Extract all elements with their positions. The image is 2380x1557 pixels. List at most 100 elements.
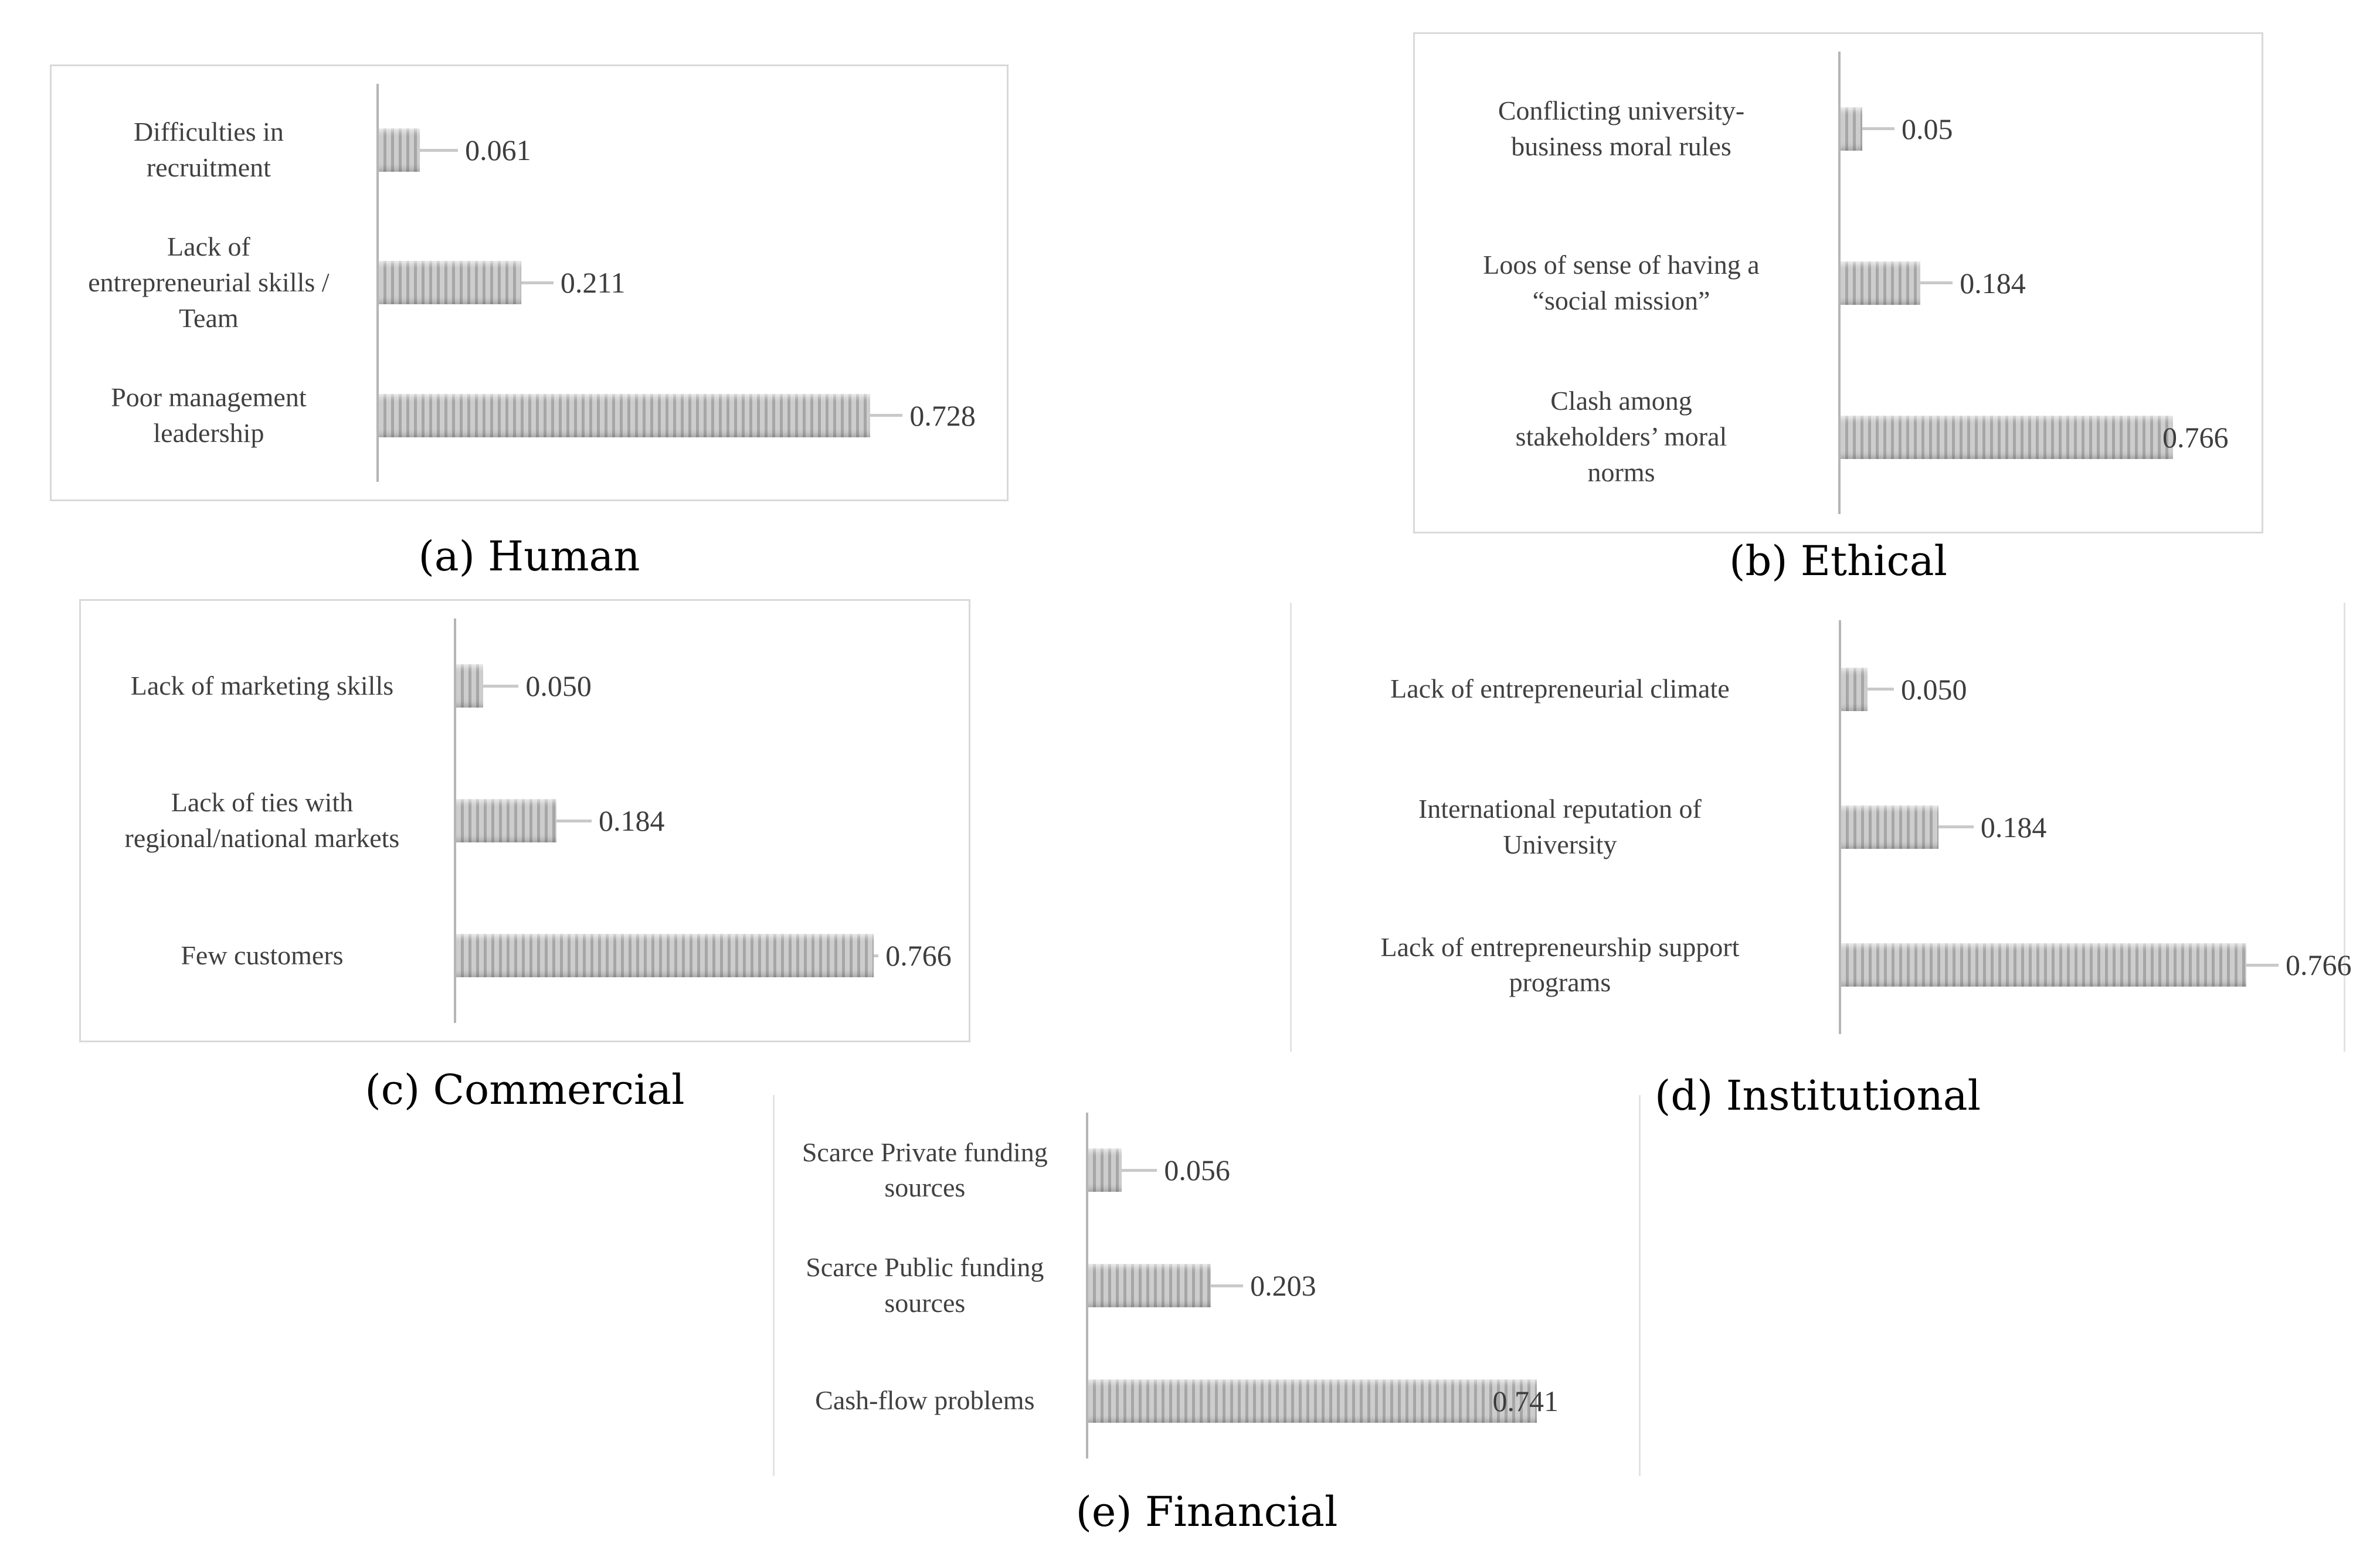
value-label: 0.203 <box>1250 1269 1316 1302</box>
plot-area: 0.056 <box>1085 1113 1639 1228</box>
value-label: 0.728 <box>909 399 976 432</box>
leader-line <box>1867 688 1894 691</box>
bar <box>1841 667 1868 711</box>
value-label: 0.211 <box>560 266 626 300</box>
bar <box>456 799 556 842</box>
leader-line <box>420 148 459 152</box>
value-label: 0.766 <box>2285 949 2352 982</box>
bar <box>378 261 521 305</box>
bar <box>1841 805 1938 849</box>
value-label: 0.184 <box>1980 810 2047 844</box>
category-label: International reputation of University <box>1418 794 1702 859</box>
value-label: 0.061 <box>465 134 531 167</box>
plot-area: 0.050 <box>1838 620 2344 759</box>
plot-area: 0.211 <box>376 216 1007 349</box>
leader-line <box>556 819 592 822</box>
bar-row: Lack of marketing skills 0.050 <box>81 618 969 753</box>
bar <box>456 664 484 708</box>
plot-area: 0.061 <box>376 84 1007 217</box>
plot-area: 0.184 <box>1838 206 2262 360</box>
category-label: Lack of marketing skills <box>130 670 394 701</box>
bar <box>378 393 871 437</box>
leader-line <box>521 281 554 284</box>
category-label: Lack of ties with regional/national mark… <box>124 787 400 853</box>
bar-row: Poor management leadership 0.728 <box>52 349 1007 482</box>
category-label: Lack of entrepreneurial skills / Team <box>88 232 330 333</box>
bar-row: International reputation of University 0.… <box>1292 758 2344 896</box>
leader-line <box>1920 281 1953 284</box>
bar <box>1841 415 2173 459</box>
value-label: 0.766 <box>2162 420 2229 454</box>
leader-line <box>1938 825 1974 829</box>
leader-line <box>483 684 519 688</box>
leader-line <box>1862 127 1895 130</box>
bar <box>1088 1148 1122 1192</box>
value-label: 0.050 <box>525 669 592 702</box>
value-label: 0.050 <box>1900 672 1967 706</box>
caption-institutional: (d) Institutional <box>1655 1072 1981 1120</box>
chart-panel-ethical: Conflicting university- business moral r… <box>1413 32 2263 533</box>
category-label: Difficulties in recruitment <box>133 117 284 183</box>
bar-row: Conflicting university- business moral r… <box>1415 52 2262 206</box>
plot-area: 0.728 <box>376 349 1007 482</box>
plot-area: 0.741 <box>1085 1343 1639 1459</box>
category-label: Clash among stakeholders’ moral norms <box>1515 386 1727 487</box>
plot-area: 0.184 <box>453 753 969 888</box>
caption-financial: (e) Financial <box>1075 1488 1338 1536</box>
plot-area: 0.766 <box>1838 896 2351 1034</box>
category-label: Conflicting university- business moral r… <box>1498 95 1745 161</box>
caption-human: (a) Human <box>418 532 640 580</box>
leader-line <box>870 414 903 417</box>
rows: Conflicting university- business moral r… <box>1415 34 2262 532</box>
bar <box>1841 261 1921 305</box>
plot-area: 0.050 <box>453 618 969 753</box>
plot-area: 0.203 <box>1085 1228 1639 1344</box>
bar-row: Lack of entrepreneurial climate 0.050 <box>1292 620 2344 759</box>
caption-commercial: (c) Commercial <box>365 1066 685 1114</box>
bar-row: Loos of sense of having a “social missio… <box>1415 206 2262 360</box>
category-label: Cash-flow problems <box>815 1385 1035 1416</box>
category-label: Loos of sense of having a “social missio… <box>1483 249 1760 315</box>
bar <box>1841 107 1862 151</box>
value-label: 0.184 <box>1960 266 2026 300</box>
bar <box>1088 1379 1537 1423</box>
bar-row: Lack of ties with regional/national mark… <box>81 753 969 888</box>
bar-row: Cash-flow problems 0.741 <box>775 1343 1639 1459</box>
bar <box>456 934 874 977</box>
category-label: Scarce Public funding sources <box>806 1252 1044 1318</box>
plot-area: 0.184 <box>1838 758 2344 896</box>
value-label: 0.05 <box>1902 112 1953 145</box>
plot-area: 0.766 <box>1838 360 2262 514</box>
category-label: Scarce Private funding sources <box>802 1137 1048 1203</box>
leader-line <box>1122 1168 1157 1172</box>
value-label: 0.184 <box>598 804 665 837</box>
bar-row: Lack of entrepreneurial skills / Team 0.2… <box>52 216 1007 349</box>
bar-row: Difficulties in recruitment 0.061 <box>52 84 1007 217</box>
bar-row: Clash among stakeholders’ moral norms 0.7… <box>1415 360 2262 514</box>
value-label: 0.741 <box>1492 1384 1559 1417</box>
bar <box>378 128 420 172</box>
bar-row: Scarce Private funding sources 0.056 <box>775 1113 1639 1228</box>
bar-row: Scarce Public funding sources 0.203 <box>775 1228 1639 1344</box>
category-label: Lack of entrepreneurship support program… <box>1380 932 1740 998</box>
plot-area: 0.05 <box>1838 52 2262 206</box>
bar <box>1088 1264 1211 1307</box>
category-label: Lack of entrepreneurial climate <box>1390 674 1730 704</box>
value-label: 0.766 <box>885 939 952 972</box>
category-label: Poor management leadership <box>111 382 307 448</box>
category-label: Few customers <box>181 940 344 970</box>
bar-row: Lack of entrepreneurship support program… <box>1292 896 2351 1034</box>
caption-ethical: (b) Ethical <box>1729 537 1947 585</box>
bar-row: Few customers 0.766 <box>81 888 969 1023</box>
leader-line <box>2246 963 2279 967</box>
leader-line <box>874 954 879 957</box>
leader-line <box>1211 1284 1244 1287</box>
